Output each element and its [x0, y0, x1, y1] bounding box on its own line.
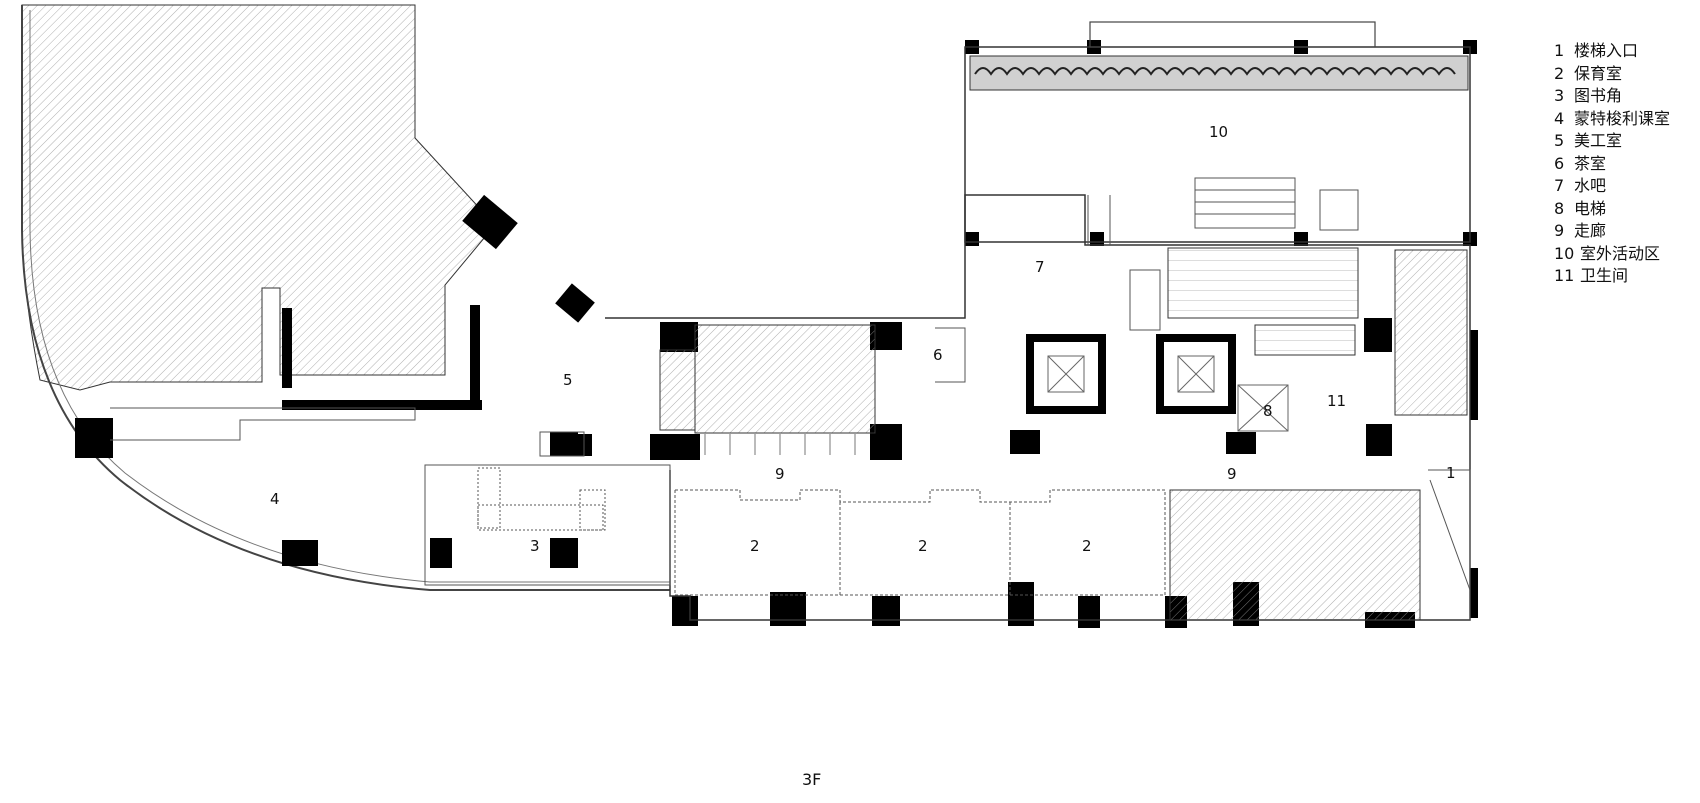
elevator-shafts: [1026, 334, 1289, 432]
misc-lines: [110, 195, 1471, 620]
legend-number: 2: [1554, 63, 1565, 83]
right-stair: [1167, 247, 1359, 319]
legend-number: 10: [1554, 243, 1575, 263]
room-label-2a: 2: [750, 537, 760, 555]
legend: 1 楼梯入口 2 保育室 3 图书角 4 蒙特梭利课室 5 美工室 6 茶室 7 水吧 8 电梯…: [1554, 40, 1694, 288]
planter-strip: [969, 55, 1469, 91]
room-label-2c: 2: [1082, 537, 1092, 555]
legend-item: 1 楼梯入口: [1554, 40, 1694, 63]
legend-number: 5: [1554, 131, 1565, 151]
legend-number: 7: [1554, 176, 1565, 196]
outdoor-stair: [1194, 177, 1359, 231]
legend-item: 4 蒙特梭利课室: [1554, 108, 1694, 131]
legend-item: 7 水吧: [1554, 175, 1694, 198]
legend-number: 9: [1554, 221, 1565, 241]
legend-item: 3 图书角: [1554, 85, 1694, 108]
room-label-1: 1: [1446, 464, 1456, 482]
room-label-7: 7: [1035, 258, 1045, 276]
legend-name: 图书角: [1574, 86, 1623, 106]
building-outline: [605, 194, 1471, 621]
room-label-6: 6: [933, 346, 943, 364]
nursery-outlines: [674, 489, 1166, 596]
room-label-10: 10: [1209, 123, 1228, 141]
room-labels: 1 2 2 2 3 4 5 6 7 8 9 9 10 11: [270, 123, 1456, 555]
legend-item: 6 茶室: [1554, 153, 1694, 176]
legend-item: 2 保育室: [1554, 63, 1694, 86]
central-stair: [694, 324, 876, 434]
planter-shrubs: [974, 67, 1456, 76]
stair-treads: [704, 434, 856, 455]
reading-corner: [424, 464, 671, 586]
legend-item: 9 走廊: [1554, 220, 1694, 243]
top-parapet: [1089, 21, 1376, 48]
legend-name: 保育室: [1574, 63, 1623, 83]
room-label-8: 8: [1263, 402, 1273, 420]
legend-number: 11: [1554, 266, 1575, 286]
legend-name: 美工室: [1574, 131, 1623, 151]
lower-right-hatch: [1169, 489, 1421, 621]
legend-number: 3: [1554, 86, 1565, 106]
room-label-4: 4: [270, 490, 280, 508]
legend-name: 走廊: [1574, 221, 1607, 241]
room-label-5: 5: [563, 371, 573, 389]
room-label-9b: 9: [1227, 465, 1237, 483]
legend-name: 蒙特梭利课室: [1574, 108, 1671, 128]
bathroom-stair: [1254, 324, 1356, 356]
right-hatch: [1394, 249, 1468, 416]
legend-name: 茶室: [1574, 153, 1607, 173]
legend-name: 水吧: [1574, 176, 1607, 196]
legend-name: 卫生间: [1580, 266, 1629, 286]
curved-facade: [21, 5, 670, 591]
legend-name: 室外活动区: [1580, 243, 1661, 263]
legend-number: 1: [1554, 41, 1565, 61]
hatched-hall: [21, 4, 496, 391]
legend-number: 8: [1554, 198, 1565, 218]
legend-item: 8 电梯: [1554, 198, 1694, 221]
room-label-3: 3: [530, 537, 540, 555]
legend-name: 电梯: [1574, 198, 1607, 218]
legend-number: 4: [1554, 108, 1565, 128]
legend-item: 5 美工室: [1554, 130, 1694, 153]
curved-facade-inner: [29, 10, 670, 583]
room-label-11: 11: [1327, 392, 1346, 410]
left-stair-well: [659, 349, 696, 431]
legend-number: 6: [1554, 153, 1565, 173]
floor-label: 3F: [802, 770, 821, 789]
room-label-2b: 2: [918, 537, 928, 555]
legend-name: 楼梯入口: [1574, 41, 1639, 61]
room-label-9a: 9: [775, 465, 785, 483]
